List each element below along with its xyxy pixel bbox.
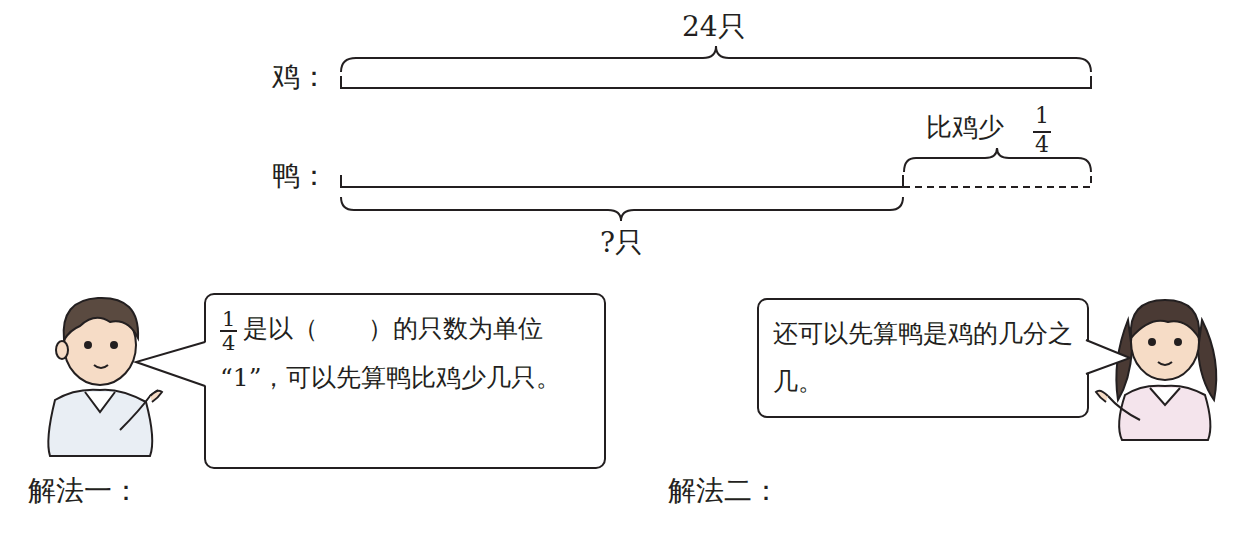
boy-figure: [48, 298, 162, 456]
fraction-denominator: 4: [220, 332, 237, 354]
speech-bubble: 还可以先算鸭是鸡的几分之几。: [757, 298, 1089, 418]
duck-bar: [341, 175, 903, 187]
fraction: 14: [220, 308, 237, 354]
brace: [341, 197, 903, 221]
chicken-bar: [341, 76, 1091, 88]
diagram-label: ?只: [600, 226, 643, 260]
bubble-pointer: [1086, 340, 1130, 374]
bubble-text: 还可以先算鸭是鸡的几分之几。: [773, 319, 1073, 396]
bubble-pointer: [136, 342, 207, 386]
diagram-label: 1: [1032, 103, 1052, 129]
brace: [904, 148, 1091, 172]
brace: [341, 46, 1091, 72]
diagram-label: 鸡：: [272, 60, 328, 94]
diagram-label: 解法一：: [28, 474, 140, 508]
bubble-text: 是以（ ）的只数为单位“1”，可以先算鸭比鸡少几只。: [220, 314, 561, 392]
bubble-pointer: [1084, 340, 1130, 374]
speech-bubble: 14是以（ ）的只数为单位“1”，可以先算鸭比鸡少几只。: [204, 293, 606, 469]
diagram-label: 24只: [682, 10, 746, 44]
diagram-label: 4: [1032, 132, 1052, 158]
girl-figure: [1096, 300, 1216, 440]
diagram-label: 比鸡少: [926, 112, 1004, 143]
fraction-numerator: 1: [220, 308, 237, 332]
bubble-pointer: [136, 342, 205, 386]
diagram-label: 解法二：: [668, 474, 780, 508]
dashed-part: [903, 175, 1091, 187]
diagram-label: 鸭：: [272, 159, 328, 193]
tick: [902, 175, 904, 187]
